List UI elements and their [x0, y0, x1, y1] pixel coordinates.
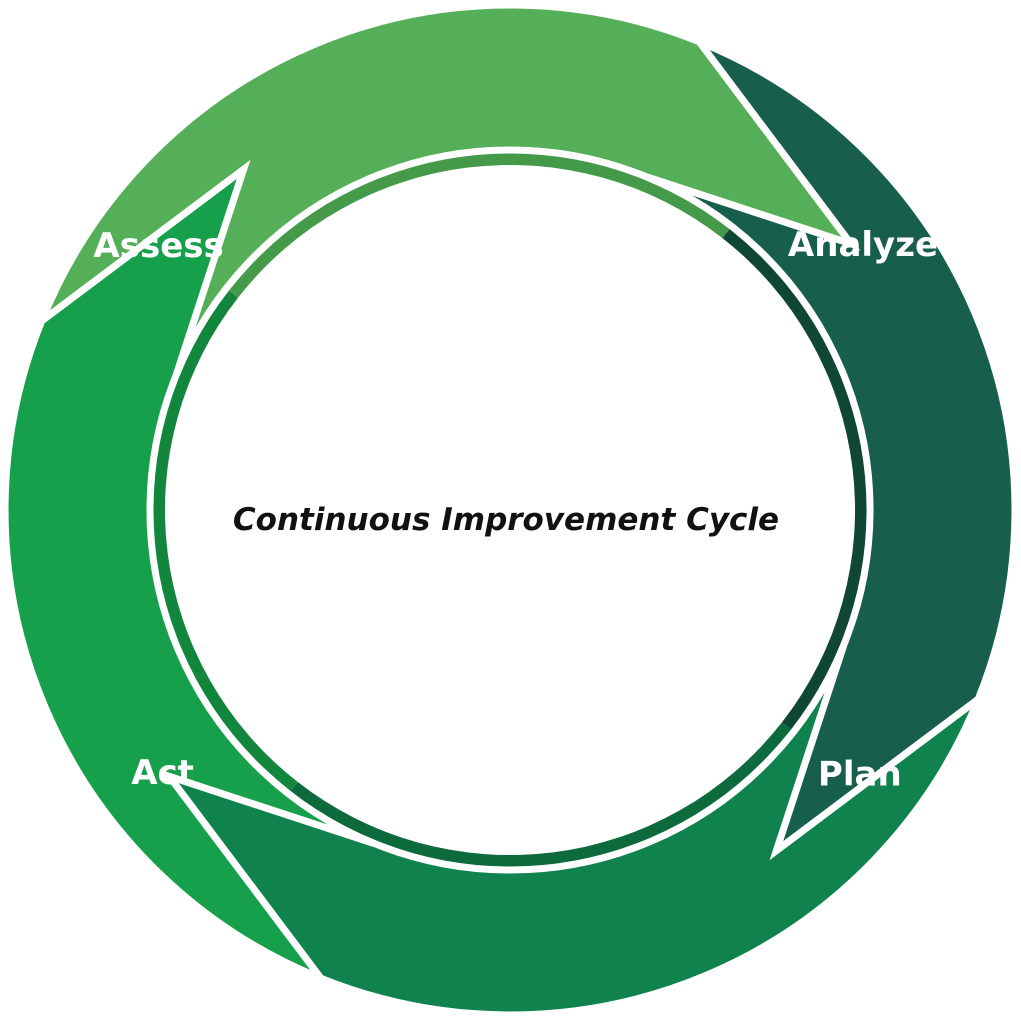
stage-label-assess: Assess — [93, 226, 223, 266]
stage-label-plan: Plan — [818, 755, 902, 795]
segment-act — [33, 1, 861, 377]
center-title: Continuous Improvement Cycle — [233, 502, 779, 538]
center-circle — [170, 170, 850, 850]
segment-assess — [643, 33, 1019, 861]
stage-label-analyze: Analyze — [788, 225, 938, 265]
segment-plan — [1, 159, 377, 987]
segment-analyze — [159, 643, 987, 1019]
stage-label-act: Act — [131, 753, 194, 793]
